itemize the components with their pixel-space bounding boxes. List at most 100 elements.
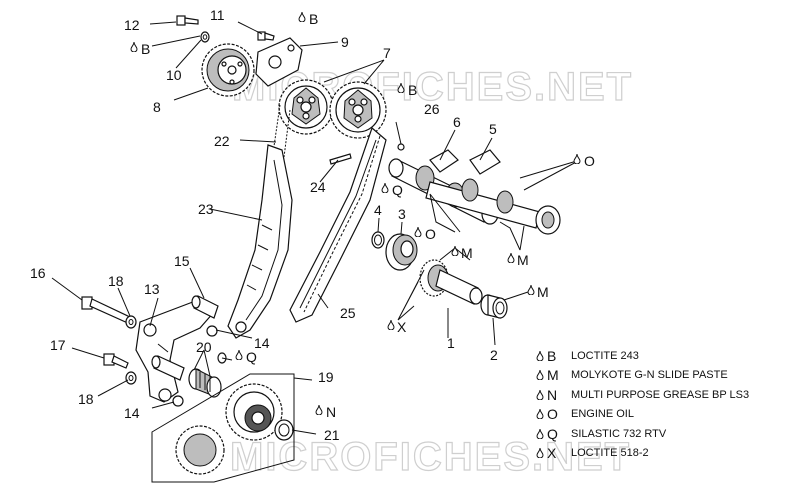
bushing-part-2 [480,294,508,319]
callout-1: 1 [447,335,455,351]
marker-b-center: B [408,82,417,98]
washer-part-18-lower [125,371,137,385]
callout-25: 25 [340,305,356,321]
callout-numbers: 1 2 3 4 5 6 7 8 9 10 11 12 13 14 14 15 1… [30,7,498,443]
callout-14-upper: 14 [254,335,270,351]
tensioner-slider-part-23 [227,144,293,339]
washer-part-10 [200,31,210,43]
legend-text: LOCTITE 243 [571,349,639,362]
callout-19: 19 [318,369,334,385]
callout-16: 16 [30,265,46,281]
legend-row: B LOCTITE 243 [536,346,796,366]
callout-7: 7 [383,45,391,61]
legend-text: SILASTIC 732 RTV [571,427,667,440]
plate-part-9 [255,37,303,87]
snap-ring-part-4 [371,231,385,249]
callout-9: 9 [341,34,349,50]
callout-2: 2 [490,347,498,363]
legend-key: X [547,445,557,462]
drop-icon [387,320,395,330]
watermark-bottom: MICROFICHES.NET [230,435,631,479]
marker-m-right: M [517,252,529,268]
drop-icon [235,350,243,360]
marker-b-top: B [309,11,318,27]
drop-icon [536,370,544,381]
drop-icon [130,42,138,52]
callout-11: 11 [210,7,225,23]
callout-3: 3 [398,206,406,222]
callout-15: 15 [174,253,190,269]
washer-part-18-upper [125,315,137,329]
sleeve-part-near-20 [151,355,185,381]
legend-text: MOLYKOTE G-N SLIDE PASTE [571,369,728,382]
leader-lines [51,21,581,435]
legend-key: N [547,386,558,403]
drop-icon [414,227,422,237]
legend-row: N MULTI PURPOSE GREASE BP LS3 [536,385,796,405]
marker-o-center: O [425,226,436,242]
needle-bearing-part-20 [188,368,222,398]
sleeve-part-15 [191,295,219,319]
legend-row: O ENGINE OIL [536,405,796,425]
ring-part-21 [274,419,294,441]
callout-8: 8 [153,99,161,115]
lubricant-markers: B B B O O Q Q M M M X N [130,11,595,420]
drop-icon [536,350,544,361]
marker-q-upper: Q [392,182,403,198]
callout-14-lower: 14 [124,405,140,421]
callout-17: 17 [50,337,66,353]
marker-m-bushing: M [537,284,549,300]
marker-b-left: B [141,41,150,57]
callout-13: 13 [144,281,160,297]
callout-20: 20 [196,339,212,355]
plug-part-26 [397,143,405,151]
callout-6: 6 [453,114,461,130]
marker-q-lower: Q [246,349,257,365]
marker-n: N [326,404,336,420]
legend-key: O [547,406,558,423]
drop-icon [381,183,389,193]
legend-row: Q SILASTIC 732 RTV [536,424,796,444]
drop-icon [451,246,459,256]
drop-icon [536,409,544,420]
callout-26: 26 [424,101,440,117]
screw-part-12 [176,15,199,26]
legend-text: ENGINE OIL [571,408,634,421]
chain-guide-part-25 [289,126,387,323]
callout-18-lower: 18 [78,391,94,407]
legend-text: LOCTITE 518-2 [571,447,649,460]
legend-row: X LOCTITE 518-2 [536,444,796,464]
callout-23: 23 [198,201,214,217]
drop-icon [507,253,515,263]
drop-icon [298,12,306,22]
legend-row: M MOLYKOTE G-N SLIDE PASTE [536,366,796,386]
sprocket-part-8 [201,43,255,97]
marker-m-center: M [461,245,473,261]
marker-x: X [397,319,407,335]
drop-icon [536,389,544,400]
drop-icon [315,405,323,415]
drop-icon [573,154,581,164]
legend-key: B [547,347,557,364]
callout-22: 22 [214,133,230,149]
bearing-part-3 [385,233,418,271]
callout-12: 12 [124,17,140,33]
bolt-part-16 [81,296,133,325]
callout-24: 24 [310,179,326,195]
screw-part-11 [257,31,275,41]
bolt-part-17 [103,353,129,369]
callout-21: 21 [324,427,340,443]
gear-shaft-part-1 [419,259,483,305]
callout-10: 10 [166,67,182,83]
legend-text: MULTI PURPOSE GREASE BP LS3 [571,388,750,401]
camshaft-sprocket-left-part-7 [278,79,334,135]
drop-icon [536,448,544,459]
callout-18-upper: 18 [108,273,124,289]
bushing-part-14-upper [206,325,218,337]
gear-assembly-part-19 [151,373,295,483]
pin-part-24 [329,153,352,165]
bushing-part-14-lower [172,395,184,407]
lubricant-legend: B LOCTITE 243 M MOLYKOTE G-N SLIDE PASTE… [536,346,796,463]
